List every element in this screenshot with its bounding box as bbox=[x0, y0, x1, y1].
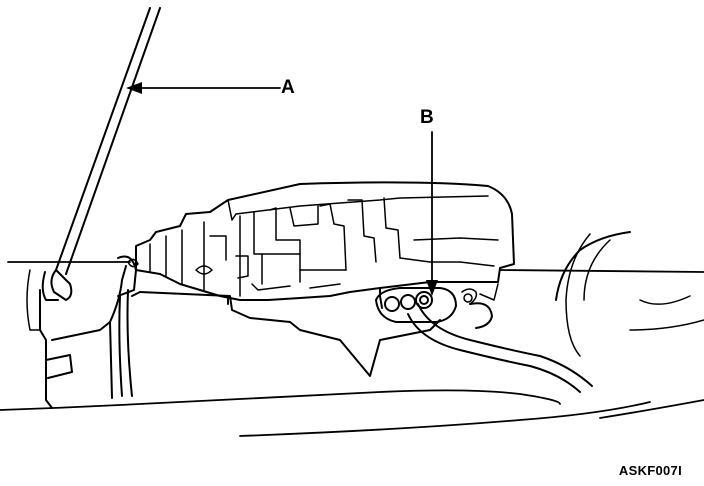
floor-lines bbox=[0, 261, 704, 437]
callout-leaders bbox=[133, 87, 433, 289]
hose-lines bbox=[407, 231, 704, 393]
callout-label-b: B bbox=[420, 107, 434, 128]
figure-code: ASKF007I bbox=[618, 463, 682, 478]
engine-body bbox=[131, 181, 515, 377]
arrow-b-head bbox=[426, 280, 438, 296]
callout-label-a: A bbox=[281, 77, 295, 98]
arrow-a-head bbox=[126, 82, 142, 94]
connector-assembly bbox=[375, 283, 499, 329]
engine-details bbox=[127, 197, 499, 297]
pry-bar-tool bbox=[41, 7, 161, 301]
leader-arrowheads bbox=[126, 82, 438, 296]
